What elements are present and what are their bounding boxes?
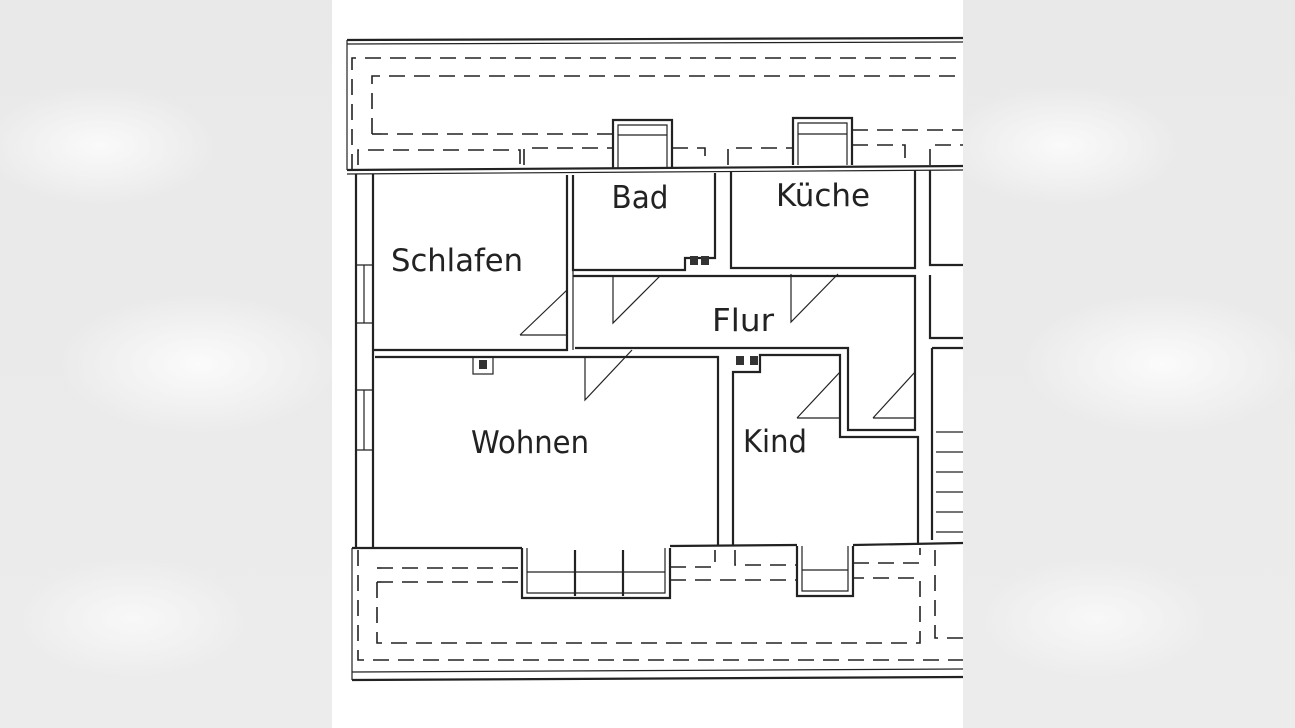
room-label-kueche: Küche [776,178,870,214]
room-label-kind: Kind [743,424,807,460]
window-kind [795,546,855,598]
dormer-kueche [791,116,854,165]
room-kueche-walls [729,170,917,270]
left-wall [354,174,375,548]
room-schlafen-walls [373,175,569,352]
room-kind-walls [731,353,920,545]
window-wohnen [520,548,672,600]
floor-plan: Bad Küche Schlafen Flur Wohnen Kind [332,0,963,728]
stairs [936,431,963,533]
floor-plan-drawing: Bad Küche Schlafen Flur Wohnen Kind [346,36,963,682]
room-flur-walls [573,274,917,432]
room-label-wohnen: Wohnen [471,425,589,461]
room-label-schlafen: Schlafen [391,243,523,279]
blurred-background-left [0,0,332,728]
blurred-background-right [963,0,1295,728]
roof-top [346,36,963,170]
dormer-bad [611,118,674,168]
room-label-flur: Flur [712,303,774,339]
roof-bottom [351,548,963,682]
room-bad-walls [571,173,717,272]
room-label-bad: Bad [612,180,669,216]
